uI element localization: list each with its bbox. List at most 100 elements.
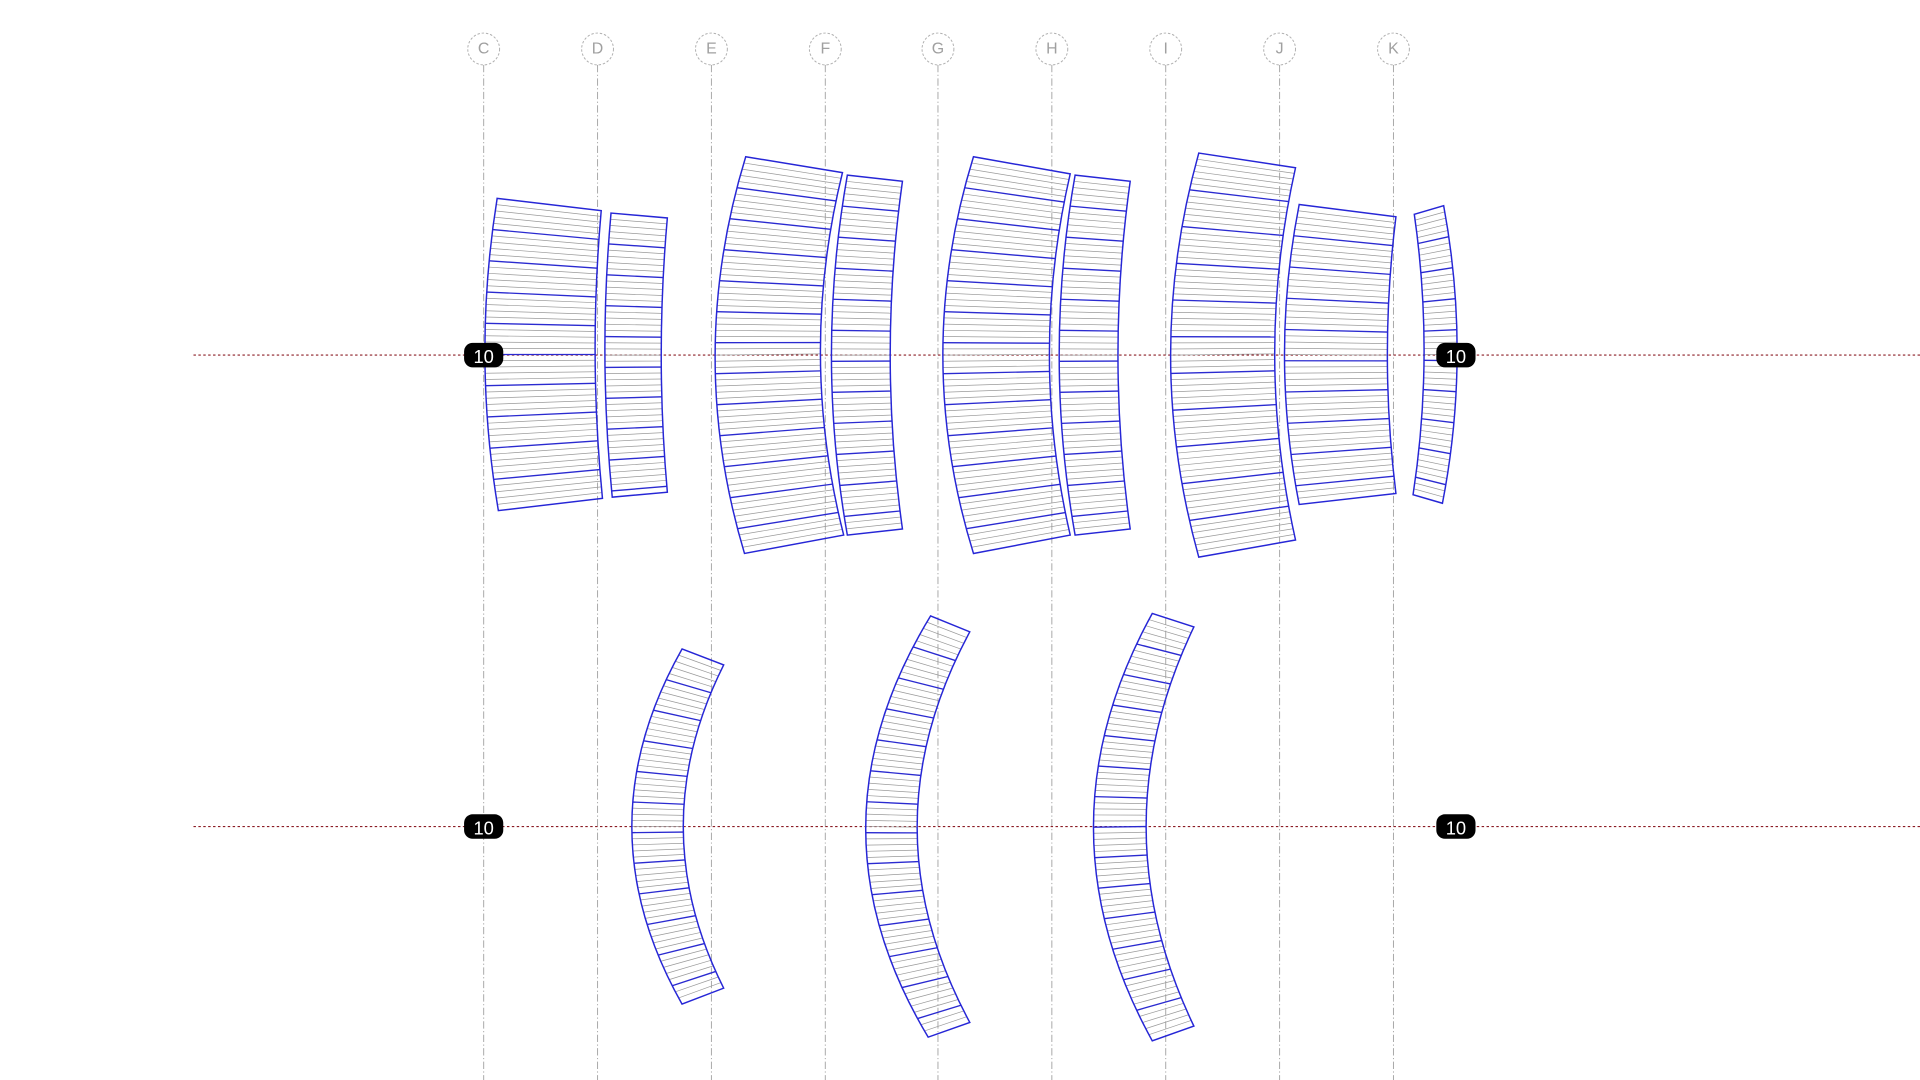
seat-row [488,272,597,281]
grid-axis-h[interactable]: H [1035,32,1069,1080]
row-divider [876,739,927,748]
seat-row [494,216,600,229]
seat-row [632,848,685,852]
seating-block-11[interactable] [864,615,971,1039]
seat-row [1414,482,1445,492]
row-divider [947,280,1053,288]
seat-row [1105,917,1157,926]
seat-row [1192,177,1291,191]
grid-axis-f[interactable]: F [808,32,842,1080]
seating-block-1[interactable] [484,197,604,512]
seating-block-3[interactable] [714,155,845,555]
seat-row [719,421,824,430]
seat-row [669,965,714,980]
seat-row [651,926,699,938]
seating-block-6[interactable] [1058,174,1132,536]
grid-axis-c[interactable]: C [467,32,501,1080]
seat-row [739,517,840,536]
seat-row [1062,274,1121,278]
seat-row [715,376,821,381]
seat-row [831,323,891,326]
seat-row [1094,848,1147,852]
seat-row [715,323,821,326]
seat-row [1171,311,1276,315]
seating-block-8[interactable] [1283,203,1397,506]
seat-row [717,404,823,412]
seat-row [878,733,928,742]
seating-block-2[interactable] [604,212,669,498]
seat-row [722,255,826,264]
seat-row [1284,335,1388,339]
seat-row [1096,871,1149,877]
row-divider [606,274,664,279]
seating-block-12[interactable] [1092,612,1195,1042]
row-divider [1172,299,1277,304]
block-outline [1412,204,1458,505]
seat-row [947,274,1053,282]
seat-row [1286,400,1389,405]
grid-axis-g[interactable]: G [921,32,955,1080]
grid-axis-j[interactable]: J [1263,32,1296,1080]
seating-block-10[interactable] [631,648,725,1005]
level-badge[interactable]: 10 [464,814,504,839]
seat-row [1178,250,1281,259]
seat-row [488,428,598,437]
grid-bubble [581,32,614,66]
seat-row [609,468,666,473]
grid-axis-i[interactable]: I [1149,32,1183,1080]
seat-row [606,408,663,412]
seat-row [1142,631,1187,645]
seat-row [655,703,703,716]
seat-row [1418,242,1450,250]
seat-row [605,292,663,296]
seat-row [605,323,662,326]
seat-row [867,788,919,794]
seat-row [1061,280,1121,284]
seat-row [635,777,687,783]
seat-row [865,819,918,822]
row-divider [966,511,1066,530]
seat-row [1094,802,1147,805]
row-divider [716,311,822,315]
row-divider [1112,704,1162,714]
seat-row [1288,279,1390,287]
grid-axis-k[interactable]: K [1377,32,1410,1080]
level-badges: 10 10 10 10 [464,342,1476,839]
seat-row [1101,900,1153,907]
seat-row [721,261,826,270]
seat-row [1423,310,1457,314]
seat-row [1174,281,1278,287]
seat-row [841,211,898,218]
seating-block-9[interactable] [1412,204,1458,505]
grid-axis-e[interactable]: E [695,32,728,1080]
seat-row [834,280,893,284]
level-badge[interactable]: 10 [1436,814,1476,839]
seating-block-5[interactable] [942,155,1072,555]
seat-row [727,472,831,486]
seat-row [870,884,922,889]
seat-row [1296,481,1395,493]
seat-row [1063,444,1122,449]
row-divider [608,455,665,461]
seat-row [1284,347,1388,350]
seating-block-7[interactable] [1169,152,1297,558]
seat-row [923,627,964,644]
seat-row [605,317,662,320]
level-badge[interactable]: 10 [1436,342,1476,368]
grid-bubble [1377,32,1410,66]
seat-row [866,807,918,811]
row-divider [1284,328,1388,333]
seat-row [1292,458,1393,468]
seat-row [663,685,709,699]
seat-row [910,993,956,1007]
seat-row [632,842,684,846]
row-divider [1295,475,1394,487]
row-divider [737,511,839,530]
seating-block-4[interactable] [830,174,904,536]
seat-row [966,181,1066,197]
block-outline [631,648,725,1005]
level-badge[interactable]: 10 [464,342,504,368]
grid-axis-d[interactable]: D [581,32,614,1080]
seat-row [882,930,932,939]
